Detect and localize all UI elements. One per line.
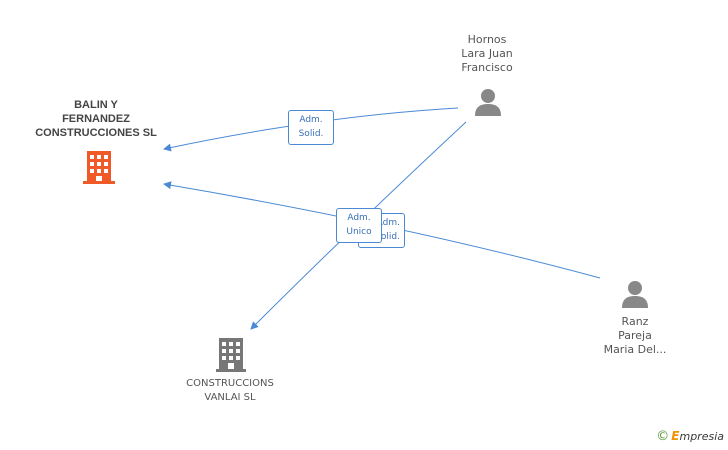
hornos-name-line-2: Lara Juan xyxy=(461,47,513,60)
empresia-logo[interactable]: ©Empresia xyxy=(656,429,724,444)
ranz-name-line-2: Pareja xyxy=(618,329,652,342)
copyright-icon: © xyxy=(656,429,670,444)
hornos-name-line-3: Francisco xyxy=(461,61,513,74)
ranz-person-icon[interactable] xyxy=(620,279,650,313)
vanlai-building-icon[interactable] xyxy=(215,337,247,377)
edge-label-hornos-main[interactable]: Adm. Solid. xyxy=(288,110,334,145)
vanlai-name-line-1: CONSTRUCCIONS xyxy=(186,378,274,389)
hornos-name-line-1: Hornos xyxy=(467,33,507,46)
main-company-name-line-2: FERNANDEZ xyxy=(62,113,130,125)
edge-label-hornos-vanlai[interactable]: Adm. Unico xyxy=(336,208,382,243)
edge-label-line-2: Unico xyxy=(346,227,372,237)
edge-label-line-1: Adm. xyxy=(347,213,371,223)
ranz-name-line-1: Ranz xyxy=(621,315,649,328)
brand-initial: E xyxy=(671,429,680,443)
edge-label-line-2: Solid. xyxy=(375,232,400,242)
edge-label-line-2: Solid. xyxy=(298,129,324,139)
brand-name: mpresia xyxy=(679,430,724,443)
ranz-person-name[interactable]: Ranz Pareja Maria Del... xyxy=(580,315,690,357)
edge-label-line-1: Adm. xyxy=(376,218,400,228)
vanlai-company-name[interactable]: CONSTRUCCIONS VANLAI SL xyxy=(160,377,300,405)
hornos-person-name[interactable]: Hornos Lara Juan Francisco xyxy=(437,33,537,75)
main-company-name-line-3: CONSTRUCCIONES SL xyxy=(35,127,157,139)
main-company-building-icon[interactable] xyxy=(82,150,116,188)
edge-label-line-1: Adm. xyxy=(299,115,323,125)
main-company-name[interactable]: BALIN Y FERNANDEZ CONSTRUCCIONES SL xyxy=(20,98,172,140)
ranz-name-line-3: Maria Del... xyxy=(603,343,667,356)
main-company-name-line-1: BALIN Y xyxy=(74,99,118,111)
vanlai-name-line-2: VANLAI SL xyxy=(204,392,256,403)
hornos-person-icon[interactable] xyxy=(473,87,503,121)
